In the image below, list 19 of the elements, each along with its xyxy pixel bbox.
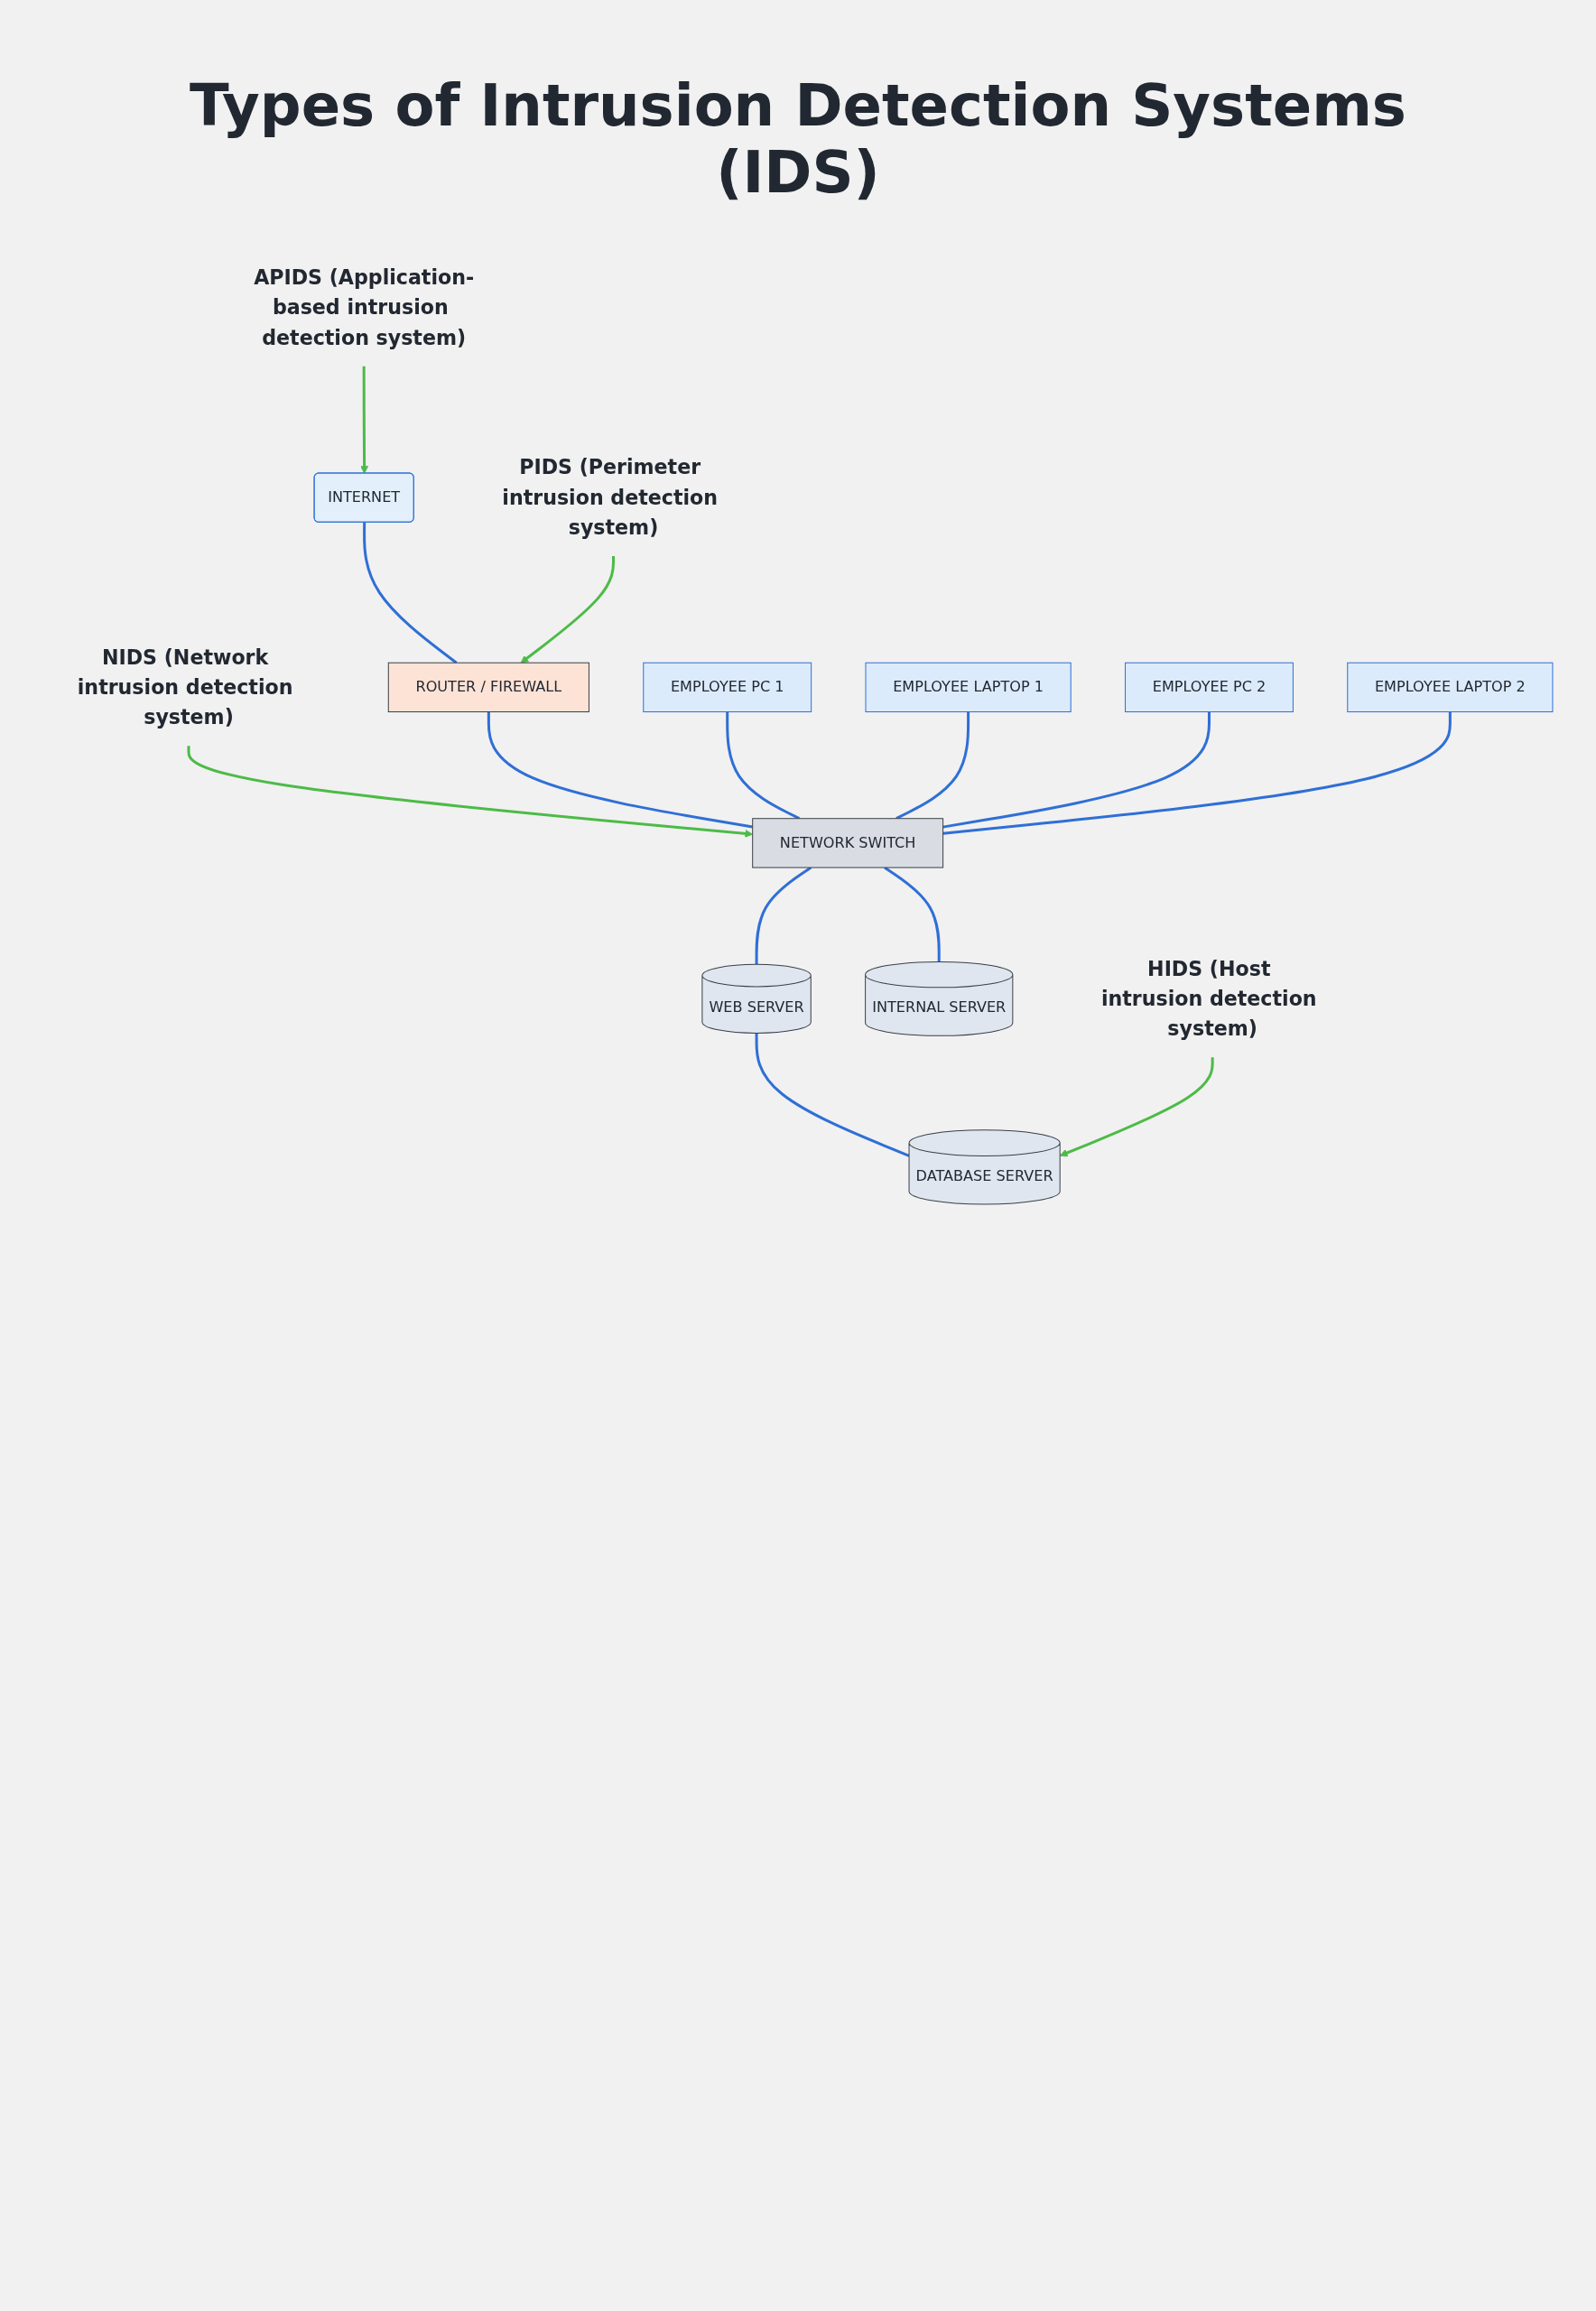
connector <box>487 711 753 829</box>
node-box: NETWORK SWITCH <box>752 818 944 868</box>
node-box: EMPLOYEE PC 2 <box>1125 662 1294 713</box>
node-box: EMPLOYEE LAPTOP 1 <box>865 662 1072 713</box>
node-text: PIDS (Perimeter intrusion detection system) <box>502 456 719 539</box>
connector <box>755 1033 910 1157</box>
node-text: HIDS (Host intrusion detection system) <box>1100 957 1317 1041</box>
arrow <box>360 366 369 474</box>
node-text: NIDS (Network intrusion detection system) <box>77 645 293 729</box>
node-box: EMPLOYEE PC 1 <box>643 662 812 713</box>
node-box: ROUTER / FIREWALL <box>387 662 589 713</box>
node-text: APIDS (Application-based intrusion detection system) <box>254 266 475 349</box>
connector <box>363 522 458 664</box>
diagram-title: Types of Intrusion Detection Systems (IDS) <box>189 72 1407 206</box>
connector <box>942 711 1452 835</box>
arrow <box>520 556 616 664</box>
arrow <box>1059 1057 1214 1157</box>
connector <box>942 711 1211 829</box>
node-box: EMPLOYEE LAPTOP 2 <box>1347 662 1554 713</box>
